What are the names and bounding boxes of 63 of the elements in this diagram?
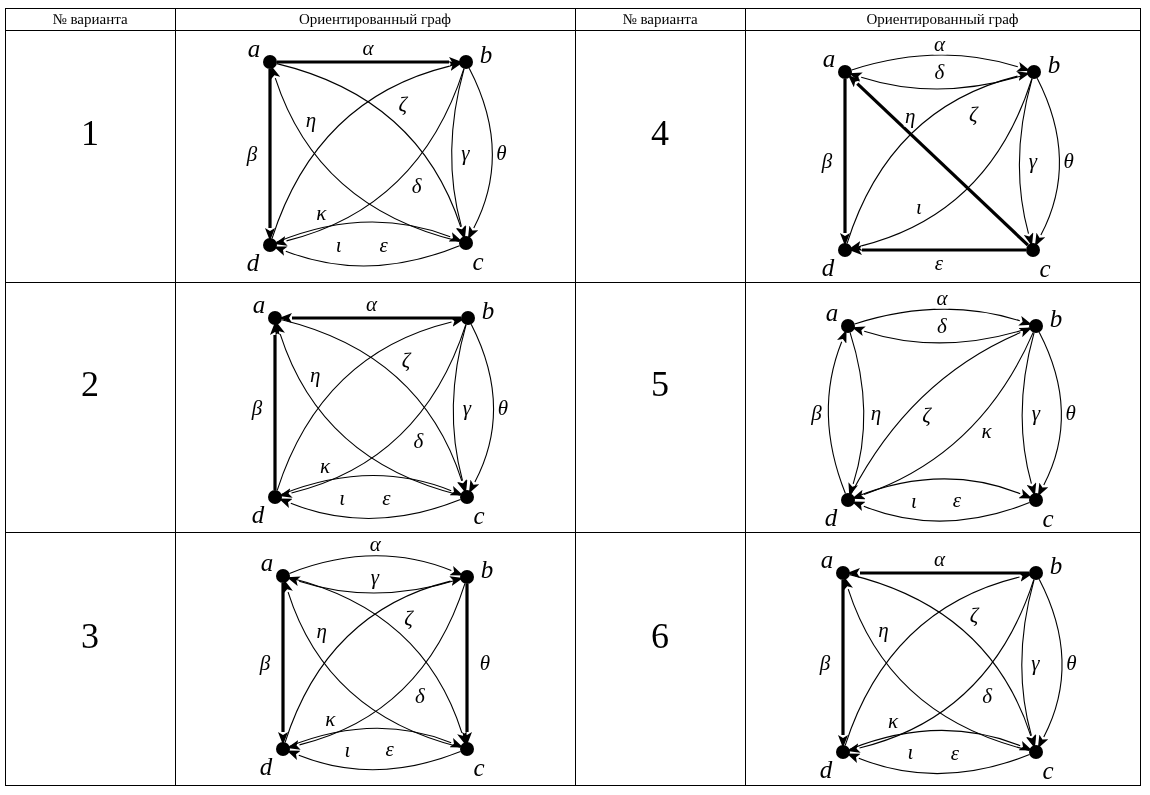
variant-number: 3 bbox=[81, 617, 99, 654]
vertex-label: d bbox=[259, 753, 273, 779]
arrow bbox=[277, 57, 462, 67]
edge-label: β bbox=[258, 652, 272, 673]
vertex-label: b bbox=[479, 41, 493, 67]
vertex-label: d bbox=[821, 254, 835, 280]
edge-label: β bbox=[250, 397, 264, 418]
column-header: Ориентированный граф bbox=[866, 11, 1019, 27]
vertex-label: a bbox=[252, 291, 266, 317]
arrow bbox=[265, 69, 275, 241]
vertex-label: c bbox=[1042, 757, 1054, 783]
edge-label: ζ bbox=[403, 607, 414, 628]
edge-label: β bbox=[245, 143, 259, 164]
vertex-label: c bbox=[473, 754, 485, 780]
edge-label: θ bbox=[495, 142, 508, 163]
vertex-label: c bbox=[1039, 255, 1051, 281]
vertex-label: d bbox=[246, 249, 260, 275]
arrow bbox=[462, 584, 472, 745]
vertex-label: a bbox=[822, 45, 836, 71]
arrow bbox=[840, 79, 850, 246]
column-header: № варианта bbox=[622, 11, 698, 27]
arrow bbox=[849, 245, 1026, 255]
edge-label: ζ bbox=[400, 349, 412, 370]
curved-arrow bbox=[1038, 578, 1063, 749]
vertex-label: a bbox=[260, 549, 274, 575]
vertex-label: b bbox=[480, 556, 494, 582]
vertex-label: c bbox=[472, 248, 484, 274]
vertex-label: d bbox=[251, 501, 265, 527]
vertex-label: d bbox=[819, 756, 833, 782]
vertex-label: c bbox=[1042, 505, 1054, 531]
vertex-label: b bbox=[1049, 552, 1063, 578]
edge-label: ζ bbox=[921, 404, 932, 426]
variant-number: 6 bbox=[651, 617, 669, 654]
curved-arrow bbox=[1038, 331, 1062, 497]
vertex-label: d bbox=[824, 504, 838, 530]
column-header: № варианта bbox=[52, 11, 128, 27]
vertex-label: c bbox=[473, 502, 485, 528]
edge-label: β bbox=[818, 652, 832, 673]
vertex-label: b bbox=[481, 297, 495, 323]
edge-label: ζ bbox=[968, 604, 980, 625]
variant-number: 1 bbox=[81, 115, 99, 151]
vertex-label: b bbox=[1047, 51, 1061, 77]
curved-arrow bbox=[469, 323, 495, 494]
variant-number: 4 bbox=[651, 115, 669, 151]
curved-arrow bbox=[468, 67, 493, 240]
edge-label: β bbox=[810, 402, 823, 424]
edge-label: θ bbox=[1065, 652, 1078, 673]
edge-label: β bbox=[820, 150, 834, 172]
edge-label: ζ bbox=[968, 103, 979, 125]
variant-number: 5 bbox=[651, 366, 669, 402]
variant-number: 2 bbox=[81, 366, 99, 402]
arrow bbox=[279, 313, 461, 323]
arrow bbox=[847, 568, 1029, 578]
edge-label: ζ bbox=[397, 93, 408, 115]
column-header: Ориентированный граф bbox=[298, 11, 452, 27]
vertex-label: a bbox=[825, 299, 839, 325]
vertex-label: a bbox=[820, 546, 834, 572]
arrow bbox=[838, 580, 848, 748]
vertex-label: b bbox=[1049, 305, 1063, 331]
curved-arrow bbox=[1035, 77, 1060, 247]
arrow bbox=[278, 583, 288, 745]
vertex-label: a bbox=[247, 35, 261, 61]
arrow bbox=[270, 322, 280, 490]
